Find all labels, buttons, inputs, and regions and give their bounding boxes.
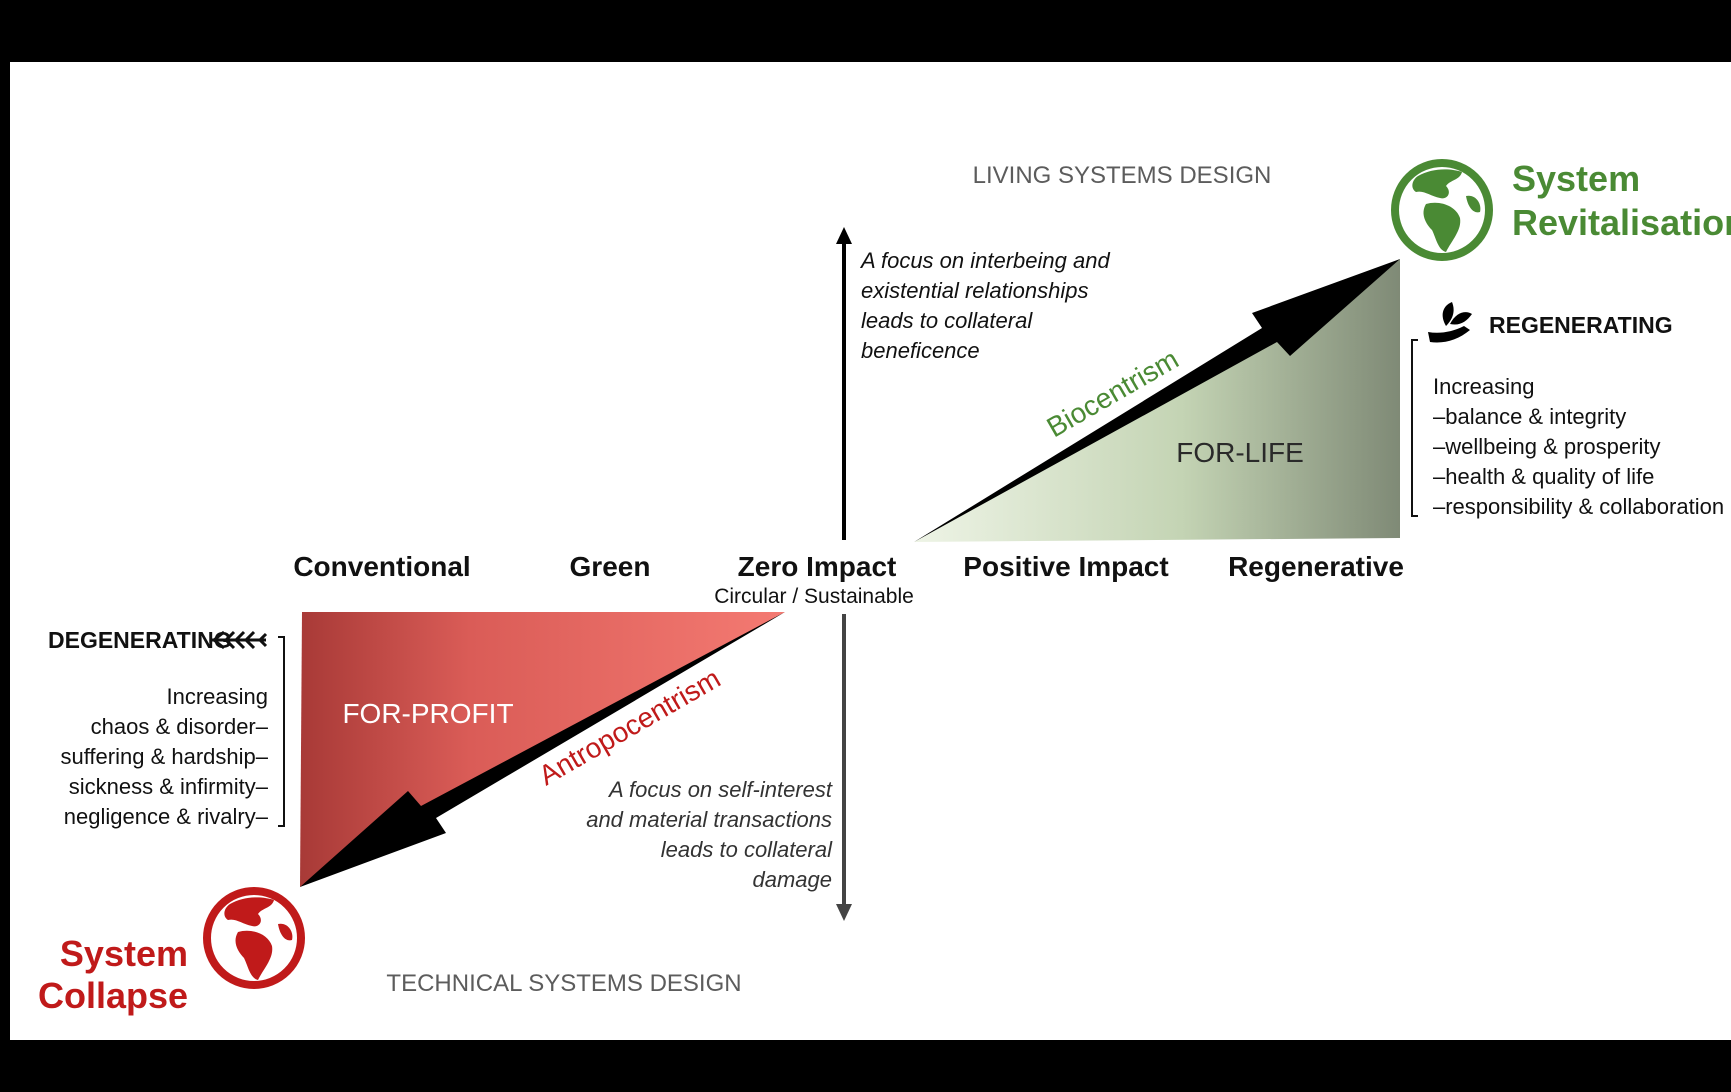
degenerating-title: DEGENERATING <box>48 627 232 653</box>
degenerating-item: suffering & hardship– <box>60 744 268 769</box>
scale-zero-impact: Zero Impact <box>738 551 897 582</box>
regenerating-item: –wellbeing & prosperity <box>1433 434 1660 459</box>
regenerating-title: REGENERATING <box>1489 312 1673 338</box>
regenerating-item: –health & quality of life <box>1433 464 1654 489</box>
down-text-line: damage <box>752 867 832 892</box>
system-collapse-line1: System <box>60 933 188 974</box>
down-text-line: leads to collateral <box>661 837 833 862</box>
seedling-hand-icon <box>1428 302 1472 343</box>
degenerating-item: Increasing <box>166 684 268 709</box>
regenerating-item: –balance & integrity <box>1433 404 1626 429</box>
up-arrowhead <box>836 227 852 244</box>
system-collapse-line2: Collapse <box>38 975 188 1016</box>
for-life-label: FOR-LIFE <box>1176 437 1304 468</box>
system-revitalisation-line1: System <box>1512 158 1640 199</box>
biocentrism-arrow <box>914 259 1400 542</box>
degenerating-item: chaos & disorder– <box>91 714 269 739</box>
scale-positive-impact: Positive Impact <box>963 551 1168 582</box>
down-text-line: A focus on self-interest <box>607 777 833 802</box>
up-text-line: leads to collateral <box>861 308 1033 333</box>
degenerating-item: sickness & infirmity– <box>69 774 269 799</box>
regenerating-item: Increasing <box>1433 374 1535 399</box>
scale-conventional: Conventional <box>293 551 470 582</box>
degenerating-item: negligence & rivalry– <box>64 804 269 829</box>
living-systems-label: LIVING SYSTEMS DESIGN <box>973 162 1272 189</box>
scale-green: Green <box>570 551 651 582</box>
green-globe-icon <box>1391 159 1493 261</box>
for-profit-label: FOR-PROFIT <box>342 698 513 729</box>
up-text-line: existential relationships <box>861 278 1088 303</box>
zero-impact-subtitle: Circular / Sustainable <box>714 585 914 608</box>
system-revitalisation-line2: Revitalisation <box>1512 202 1731 243</box>
scale-regenerative: Regenerative <box>1228 551 1404 582</box>
regenerating-item: –responsibility & collaboration <box>1433 494 1724 519</box>
down-arrowhead <box>836 904 852 921</box>
degenerating-bracket <box>278 636 285 827</box>
fishbone-icon <box>211 630 268 650</box>
down-text-line: and material transactions <box>586 807 832 832</box>
regenerating-bracket <box>1411 339 1418 517</box>
up-text-line: beneficence <box>861 338 980 363</box>
antropocentrism-arrow <box>300 612 785 887</box>
up-text-line: A focus on interbeing and <box>859 248 1110 273</box>
red-globe-icon <box>203 887 305 989</box>
technical-systems-label: TECHNICAL SYSTEMS DESIGN <box>386 970 741 997</box>
